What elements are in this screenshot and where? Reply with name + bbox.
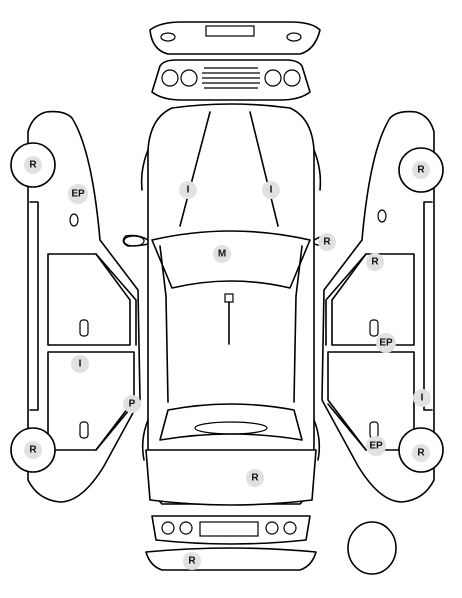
damage-code-right-side-front-door: R (371, 257, 379, 268)
headlight-right-outer (283, 69, 301, 87)
damage-code-top-windshield: M (218, 249, 226, 260)
damage-marker-left-side-rear-wheel (24, 441, 42, 459)
damage-code-left-side-rear-wheel: R (29, 445, 37, 456)
damage-code-top-right-mirror: R (323, 237, 331, 248)
front-foglight-right (286, 32, 302, 42)
damage-marker-top-trunk (246, 469, 264, 487)
damage-code-top-hood-right: I (270, 185, 273, 196)
left-fuel-cap (69, 213, 79, 227)
damage-code-left-side-front-wheel: R (29, 160, 37, 171)
taillight-left-inner (179, 521, 193, 535)
damage-marker-left-side-front-fender (68, 184, 88, 204)
damage-marker-rear-rear-bumper (183, 552, 201, 570)
right-window-pillar (325, 253, 367, 346)
grille-slats (202, 67, 260, 89)
front-wheel-arch-left (140, 149, 149, 191)
trunk-panel (145, 449, 317, 506)
damage-code-right-side-rear-pillar: I (421, 393, 424, 404)
damage-marker-right-side-rear-door (376, 333, 396, 353)
mirror-left-glass (123, 235, 145, 247)
rear-lights-panel (151, 515, 311, 545)
damage-marker-right-side-front-wheel (412, 161, 430, 179)
front-foglight-left (160, 32, 176, 42)
taillight-right-outer (283, 521, 297, 535)
right-rear-arch (327, 403, 367, 451)
right-front-door-handle (369, 319, 379, 337)
damage-marker-left-side-rear-door (71, 355, 89, 373)
windshield (151, 230, 311, 289)
right-side-view (321, 110, 444, 503)
damage-code-rear-rear-bumper: R (188, 556, 196, 567)
damage-marker-top-right-mirror (318, 233, 336, 251)
damage-code-left-side-rear-door-lower: P (129, 399, 136, 410)
damage-code-left-side-front-fender: EP (71, 189, 85, 200)
front-bumper (149, 21, 321, 55)
damage-marker-right-side-front-door (366, 253, 384, 271)
rear-bumper (145, 547, 317, 571)
front-plate (205, 25, 255, 37)
front-view (149, 21, 321, 101)
left-window-pillar (95, 253, 137, 346)
taillight-left-outer (161, 521, 175, 535)
damage-code-right-side-front-wheel: R (417, 165, 425, 176)
rear-wheel-arch-right (313, 419, 321, 461)
damage-marker-right-side-rear-wheel (412, 444, 430, 462)
right-sill-strip (423, 201, 433, 411)
damage-code-right-side-rear-door: EP (379, 338, 393, 349)
damage-marker-top-hood-left (179, 181, 197, 199)
left-front-door-handle (79, 319, 89, 337)
damage-marker-top-hood-right (262, 181, 280, 199)
rear-wheel-arch-left (141, 419, 149, 461)
right-fuel-cap (377, 209, 387, 223)
damage-marker-right-side-rear-pillar (413, 389, 431, 407)
hood-line-right (249, 111, 279, 227)
damage-marker-right-side-rear-fender (366, 436, 386, 456)
damage-marker-top-windshield (213, 245, 231, 263)
damage-marker-left-side-front-wheel (24, 156, 42, 174)
headlight-right-inner (264, 69, 282, 87)
front-grille-panel (151, 59, 311, 101)
top-view (122, 103, 332, 506)
damage-code-right-side-rear-wheel: R (417, 448, 425, 459)
damage-code-top-trunk: R (251, 473, 259, 484)
spare-wheel (347, 521, 397, 575)
damage-markers: R EP I P R I I M R R R R R EP I EP R (24, 156, 431, 570)
roof-outline (159, 245, 303, 403)
front-wheel-arch-right (313, 149, 322, 191)
headlight-left-inner (180, 69, 198, 87)
rear-view (145, 515, 317, 571)
damage-marker-left-side-rear-door-lower (123, 395, 141, 413)
trunk-handle (194, 421, 268, 435)
headlight-left-outer (161, 69, 179, 87)
car-body-outline (147, 103, 315, 505)
damage-code-top-hood-left: I (187, 185, 190, 196)
left-sill-strip (29, 201, 39, 411)
taillight-right-inner (265, 521, 279, 535)
rear-plate (199, 521, 259, 537)
left-rear-door-handle (79, 421, 89, 439)
damage-code-left-side-rear-door: I (79, 359, 82, 370)
left-window-upper (47, 253, 131, 346)
damage-code-right-side-rear-fender: EP (369, 441, 383, 452)
hood-line-left (179, 111, 211, 227)
